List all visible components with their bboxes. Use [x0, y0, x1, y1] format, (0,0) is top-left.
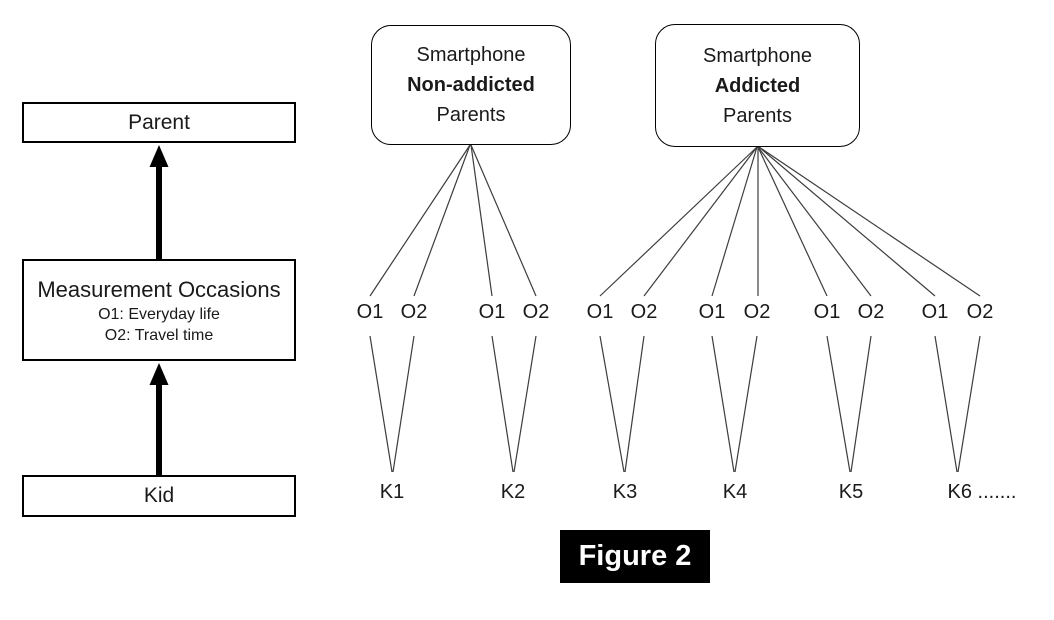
- occasion-label: O1: [921, 301, 949, 323]
- kid-label: K6 .......: [947, 481, 1017, 503]
- occasion-label: O1: [356, 301, 384, 323]
- figure-caption-text: Figure 2: [578, 540, 692, 572]
- occasion-label: O2: [400, 301, 428, 323]
- arrow-kid-to-occasions: [149, 363, 169, 475]
- connector-line: [624, 335, 645, 473]
- occasion-label: O2: [743, 301, 771, 323]
- connector-line: [711, 146, 758, 297]
- connector-line: [758, 146, 936, 297]
- occasion-label: O1: [586, 301, 614, 323]
- connector-line: [392, 335, 415, 473]
- connector-line: [413, 144, 471, 297]
- connector-line: [643, 146, 758, 297]
- group-label-line2: Non-addicted: [407, 74, 535, 96]
- connector-line: [470, 144, 493, 297]
- connector-line: [734, 335, 758, 473]
- group-label-line1: Smartphone: [703, 44, 812, 67]
- connector-line: [711, 335, 735, 473]
- occasion-label: O2: [630, 301, 658, 323]
- addicted-parents-box: Smartphone Addicted Parents: [655, 24, 860, 147]
- kid-label: K4: [722, 481, 748, 503]
- occasion-label: O1: [478, 301, 506, 323]
- group-label-line2: Addicted: [714, 74, 801, 97]
- tree2-kid-lines: [599, 335, 981, 473]
- group-label-line1: Smartphone: [416, 44, 526, 66]
- occasions-title: Measurement Occasions: [37, 277, 281, 302]
- connector-line: [826, 335, 851, 473]
- figure-caption: Figure 2: [560, 530, 710, 583]
- connector-line: [599, 335, 625, 473]
- group-label-line3: Parents: [723, 104, 792, 127]
- connector-line: [758, 146, 981, 297]
- non-addicted-parents-box: Smartphone Non-addicted Parents: [371, 25, 571, 145]
- connector-line: [757, 146, 828, 297]
- connector-line: [369, 144, 471, 297]
- connector-line: [513, 335, 537, 473]
- connector-line: [934, 335, 958, 473]
- measurement-occasions-box: Measurement Occasions O1: Everyday life …: [22, 259, 296, 361]
- parent-label: Parent: [128, 110, 190, 134]
- occasion-label: O2: [966, 301, 994, 323]
- occasion-label: O2: [857, 301, 885, 323]
- connector-line: [369, 335, 393, 473]
- kid-label: K3: [612, 481, 638, 503]
- occasion-label: O1: [698, 301, 726, 323]
- parent-box: Parent: [22, 102, 296, 143]
- tree1-fan-lines: [369, 144, 537, 297]
- connector-line: [850, 335, 872, 473]
- tree2-fan-lines: [599, 146, 981, 297]
- occasion-label: O1: [813, 301, 841, 323]
- connector-line: [957, 335, 981, 473]
- kid-label: K1: [379, 481, 405, 503]
- occasion-definition-o2: O2: Travel time: [104, 327, 214, 344]
- connector-line: [491, 335, 514, 473]
- occasion-label: O2: [522, 301, 550, 323]
- connector-line: [757, 146, 872, 297]
- group-label-line3: Parents: [436, 104, 506, 126]
- kid-box: Kid: [22, 475, 296, 517]
- occasion-definition-o1: O1: Everyday life: [98, 306, 220, 323]
- tree1-kid-lines: [369, 335, 537, 473]
- kid-label: K5: [838, 481, 864, 503]
- kid-label: K2: [500, 481, 526, 503]
- kid-label: Kid: [143, 484, 175, 507]
- connector-line: [599, 146, 758, 297]
- connector-line: [470, 144, 537, 297]
- arrow-occasions-to-parent: [149, 145, 169, 259]
